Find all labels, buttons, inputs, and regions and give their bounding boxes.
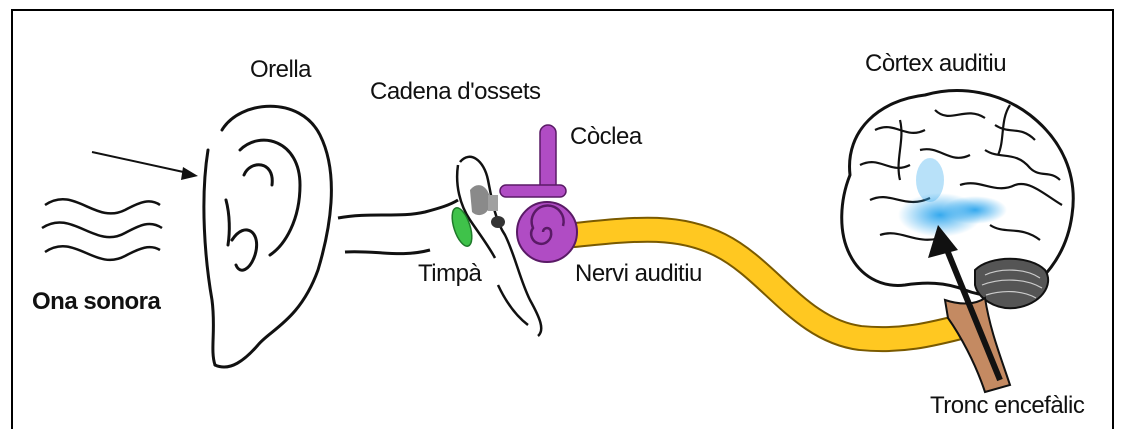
ear-canal-icon [338,200,458,254]
cochlea-icon [500,125,577,262]
sound-direction-arrow-icon [92,152,198,180]
eardrum-icon [448,206,476,249]
auditory-cortex-label: Còrtex auditiu [865,52,1006,76]
cochlea-label: Còclea [570,125,642,149]
sound-wave-label: Ona sonora [32,290,160,314]
ear-label: Orella [250,58,311,82]
ossicles-label: Cadena d'ossets [370,80,541,104]
eardrum-label: Timpà [418,262,481,286]
auditory-nerve-label: Nervi auditiu [575,262,702,286]
brainstem-label: Tronc encefàlic [930,394,1084,418]
ear-icon [204,106,332,367]
sound-wave-icon [42,199,162,260]
